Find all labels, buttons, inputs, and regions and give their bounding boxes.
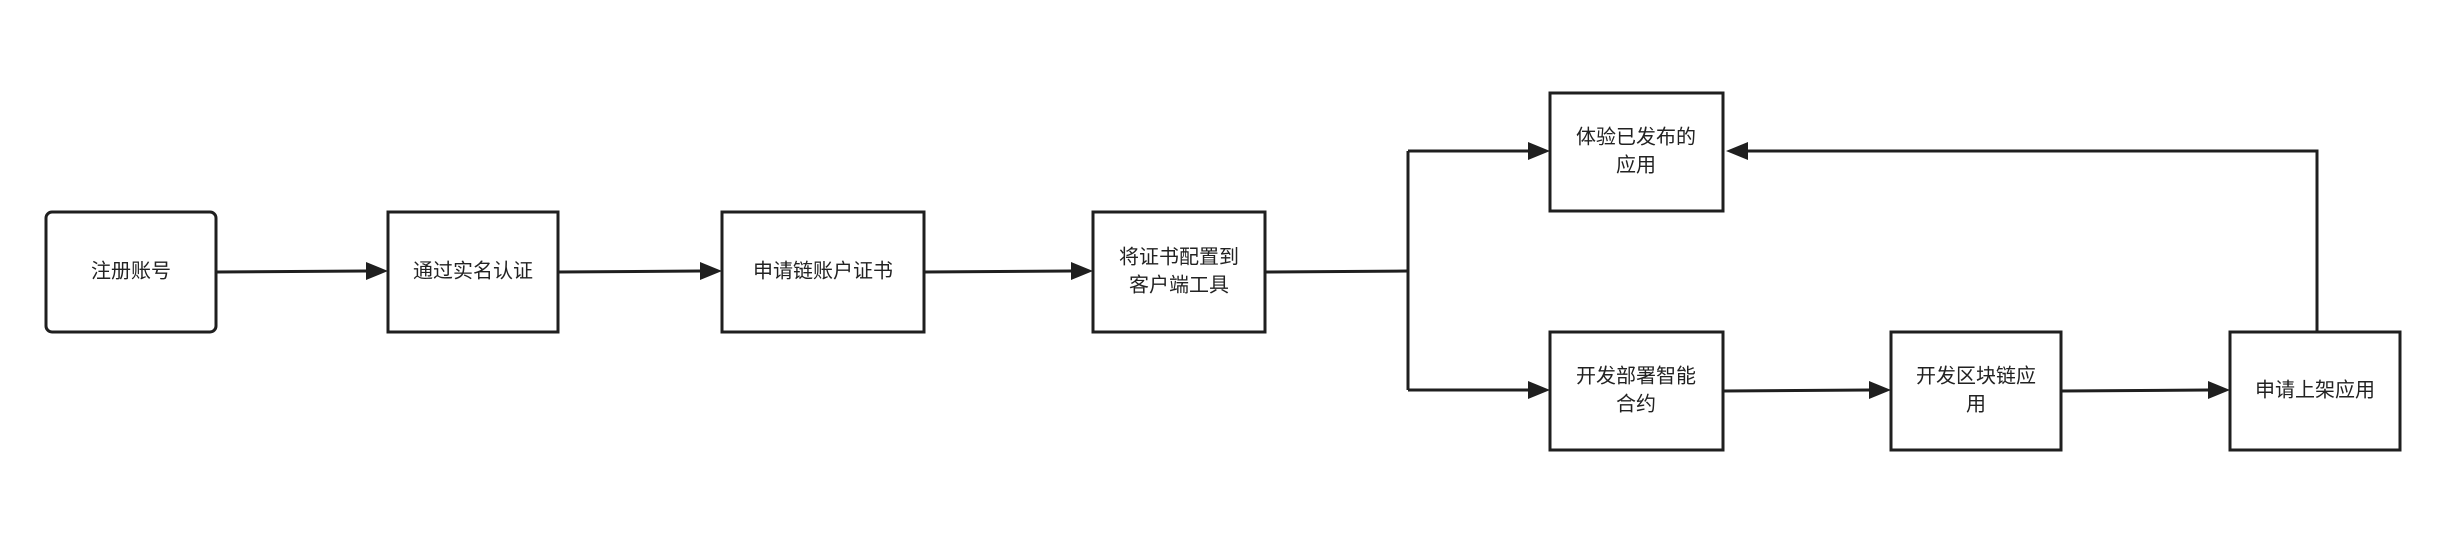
edge-register-to-verify [215,262,388,280]
node-label-line-2: 用 [1966,392,1986,416]
node-deploy-contract[interactable]: 开发部署智能 合约 [1548,330,1725,452]
arrowhead-icon [1726,142,1748,160]
arrowhead-icon [1071,262,1093,280]
node-label-line-2: 应用 [1616,153,1656,177]
arrowhead-icon [1869,381,1891,399]
node-label-line-1: 开发部署智能 [1576,364,1696,388]
node-apply-cert[interactable]: 申请链账户证书 [720,210,926,334]
edge-publish-app-to-try-apps [1726,142,2319,332]
edge-config-cert-branch [1264,142,1550,399]
arrowhead-icon [366,262,388,280]
node-label: 申请链账户证书 [753,259,893,283]
edge-apply-cert-to-config-cert [923,262,1093,280]
node-try-apps[interactable]: 体验已发布的 应用 [1548,91,1725,213]
node-label-line-2: 客户端工具 [1129,273,1229,297]
node-verify[interactable]: 通过实名认证 [386,210,560,334]
node-label-line-1: 将证书配置到 [1119,245,1239,269]
node-label-line-2: 合约 [1616,392,1656,416]
node-publish-app[interactable]: 申请上架应用 [2228,330,2402,452]
edge-deploy-contract-to-develop-app [1722,381,1891,399]
edges [215,142,2319,399]
node-label: 申请上架应用 [2255,378,2375,402]
arrowhead-icon [1528,381,1550,399]
arrowhead-icon [2208,381,2230,399]
edge-develop-app-to-publish-app [2060,381,2230,399]
node-config-cert[interactable]: 将证书配置到 客户端工具 [1091,210,1267,334]
node-label: 通过实名认证 [413,259,533,283]
node-develop-app[interactable]: 开发区块链应 用 [1889,330,2063,452]
node-label: 注册账号 [91,259,171,283]
arrowhead-icon [700,262,722,280]
arrowhead-icon [1528,142,1550,160]
edge-verify-to-apply-cert [557,262,722,280]
node-label-line-1: 开发区块链应 [1916,364,2036,388]
node-label-line-1: 体验已发布的 [1576,125,1696,149]
node-register[interactable]: 注册账号 [44,210,218,334]
